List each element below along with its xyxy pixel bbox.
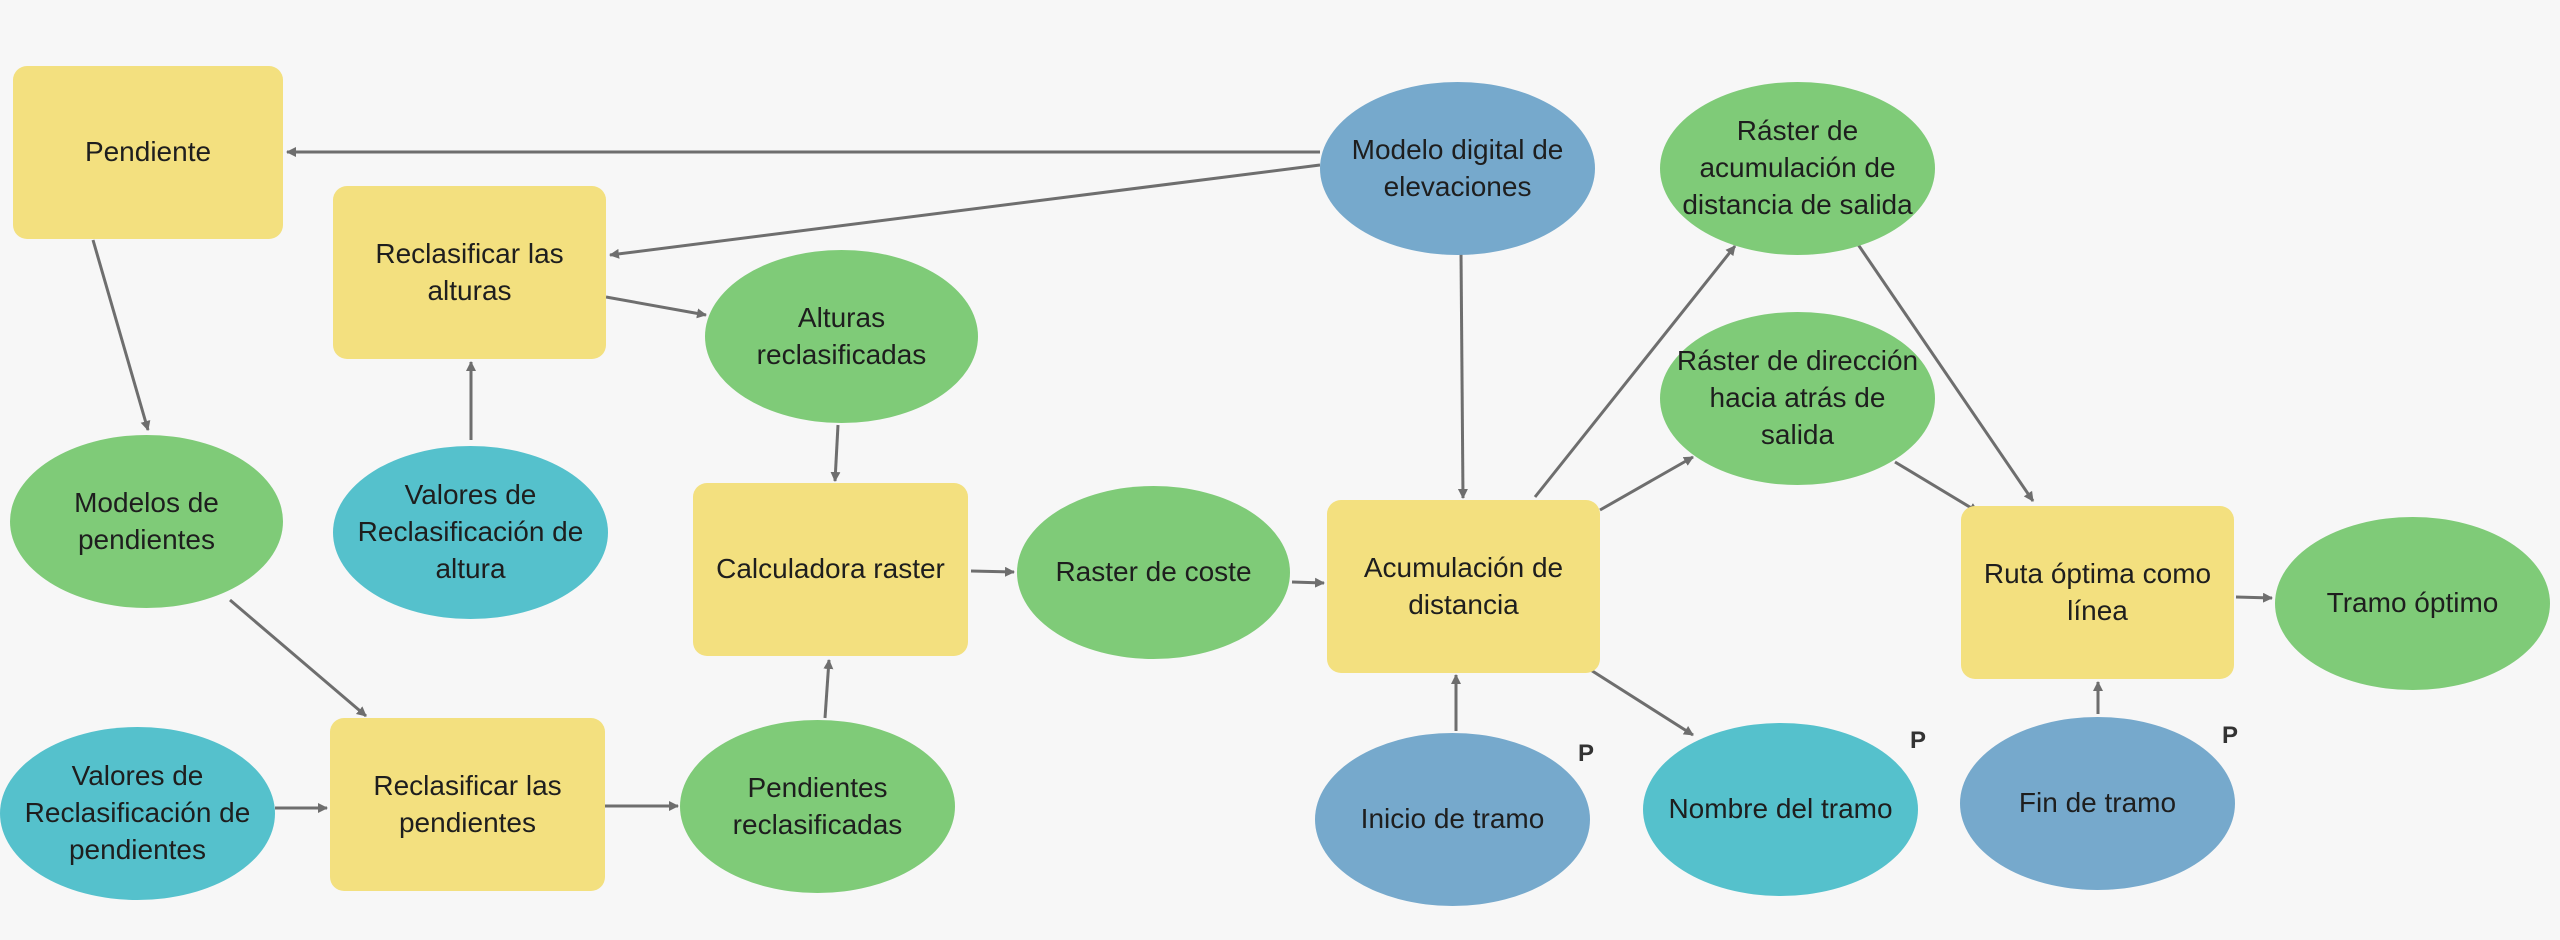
param-valores-pendientes[interactable]: Valores de Reclasificación de pendientes [0,727,275,900]
param-nombre-tramo[interactable]: Nombre del tramo [1643,723,1918,896]
process-calculadora-raster[interactable]: Calculadora raster [693,483,968,656]
connector-arrow [1585,665,1694,737]
parameter-mark-nombre-tramo: P [1910,727,1927,754]
connector-arrow [1457,251,1468,499]
connector-arrow [2235,592,2273,603]
data-raster-coste[interactable]: Raster de coste [1017,486,1290,659]
input-mde[interactable]: Modelo digital de elevaciones [1320,82,1595,255]
connector-arrow [1533,245,1737,498]
parameter-mark-fin-tramo: P [2222,722,2239,749]
process-reclasificar-alturas[interactable]: Reclasificar las alturas [333,186,606,359]
data-modelos-pendientes[interactable]: Modelos de pendientes [10,435,283,608]
process-ruta-optima[interactable]: Ruta óptima como línea [1961,506,2234,679]
connector-arrow [91,239,151,431]
data-tramo-optimo[interactable]: Tramo óptimo [2275,517,2550,690]
connector-arrow [609,163,1321,259]
data-raster-acumulacion[interactable]: Ráster de acumulación de distancia de sa… [1660,82,1935,255]
connector-arrow [830,424,841,482]
connector-arrow [1853,239,2035,502]
data-alturas-reclasificadas[interactable]: Alturas reclasificadas [705,250,978,423]
process-acumulacion-distancia[interactable]: Acumulación de distancia [1327,500,1600,673]
connector-arrow [1894,460,1979,514]
process-pendiente[interactable]: Pendiente [13,66,283,239]
input-fin-tramo[interactable]: Fin de tramo [1960,717,2235,890]
process-reclasificar-pendientes[interactable]: Reclasificar las pendientes [330,718,605,891]
parameter-mark-inicio-tramo: P [1578,740,1595,767]
input-inicio-tramo[interactable]: Inicio de tramo [1315,733,1590,906]
data-pendientes-reclasificadas[interactable]: Pendientes reclasificadas [680,720,955,893]
connector-arrow [229,598,367,718]
connector-arrow [823,659,834,719]
data-raster-direccion[interactable]: Ráster de dirección hacia atrás de salid… [1660,312,1935,485]
param-valores-altura[interactable]: Valores de Reclasificación de altura [333,446,608,619]
connector-arrow [605,295,707,319]
connector-arrow [1291,577,1325,588]
connector-arrow [1599,455,1694,512]
connector-arrow [970,566,1015,577]
